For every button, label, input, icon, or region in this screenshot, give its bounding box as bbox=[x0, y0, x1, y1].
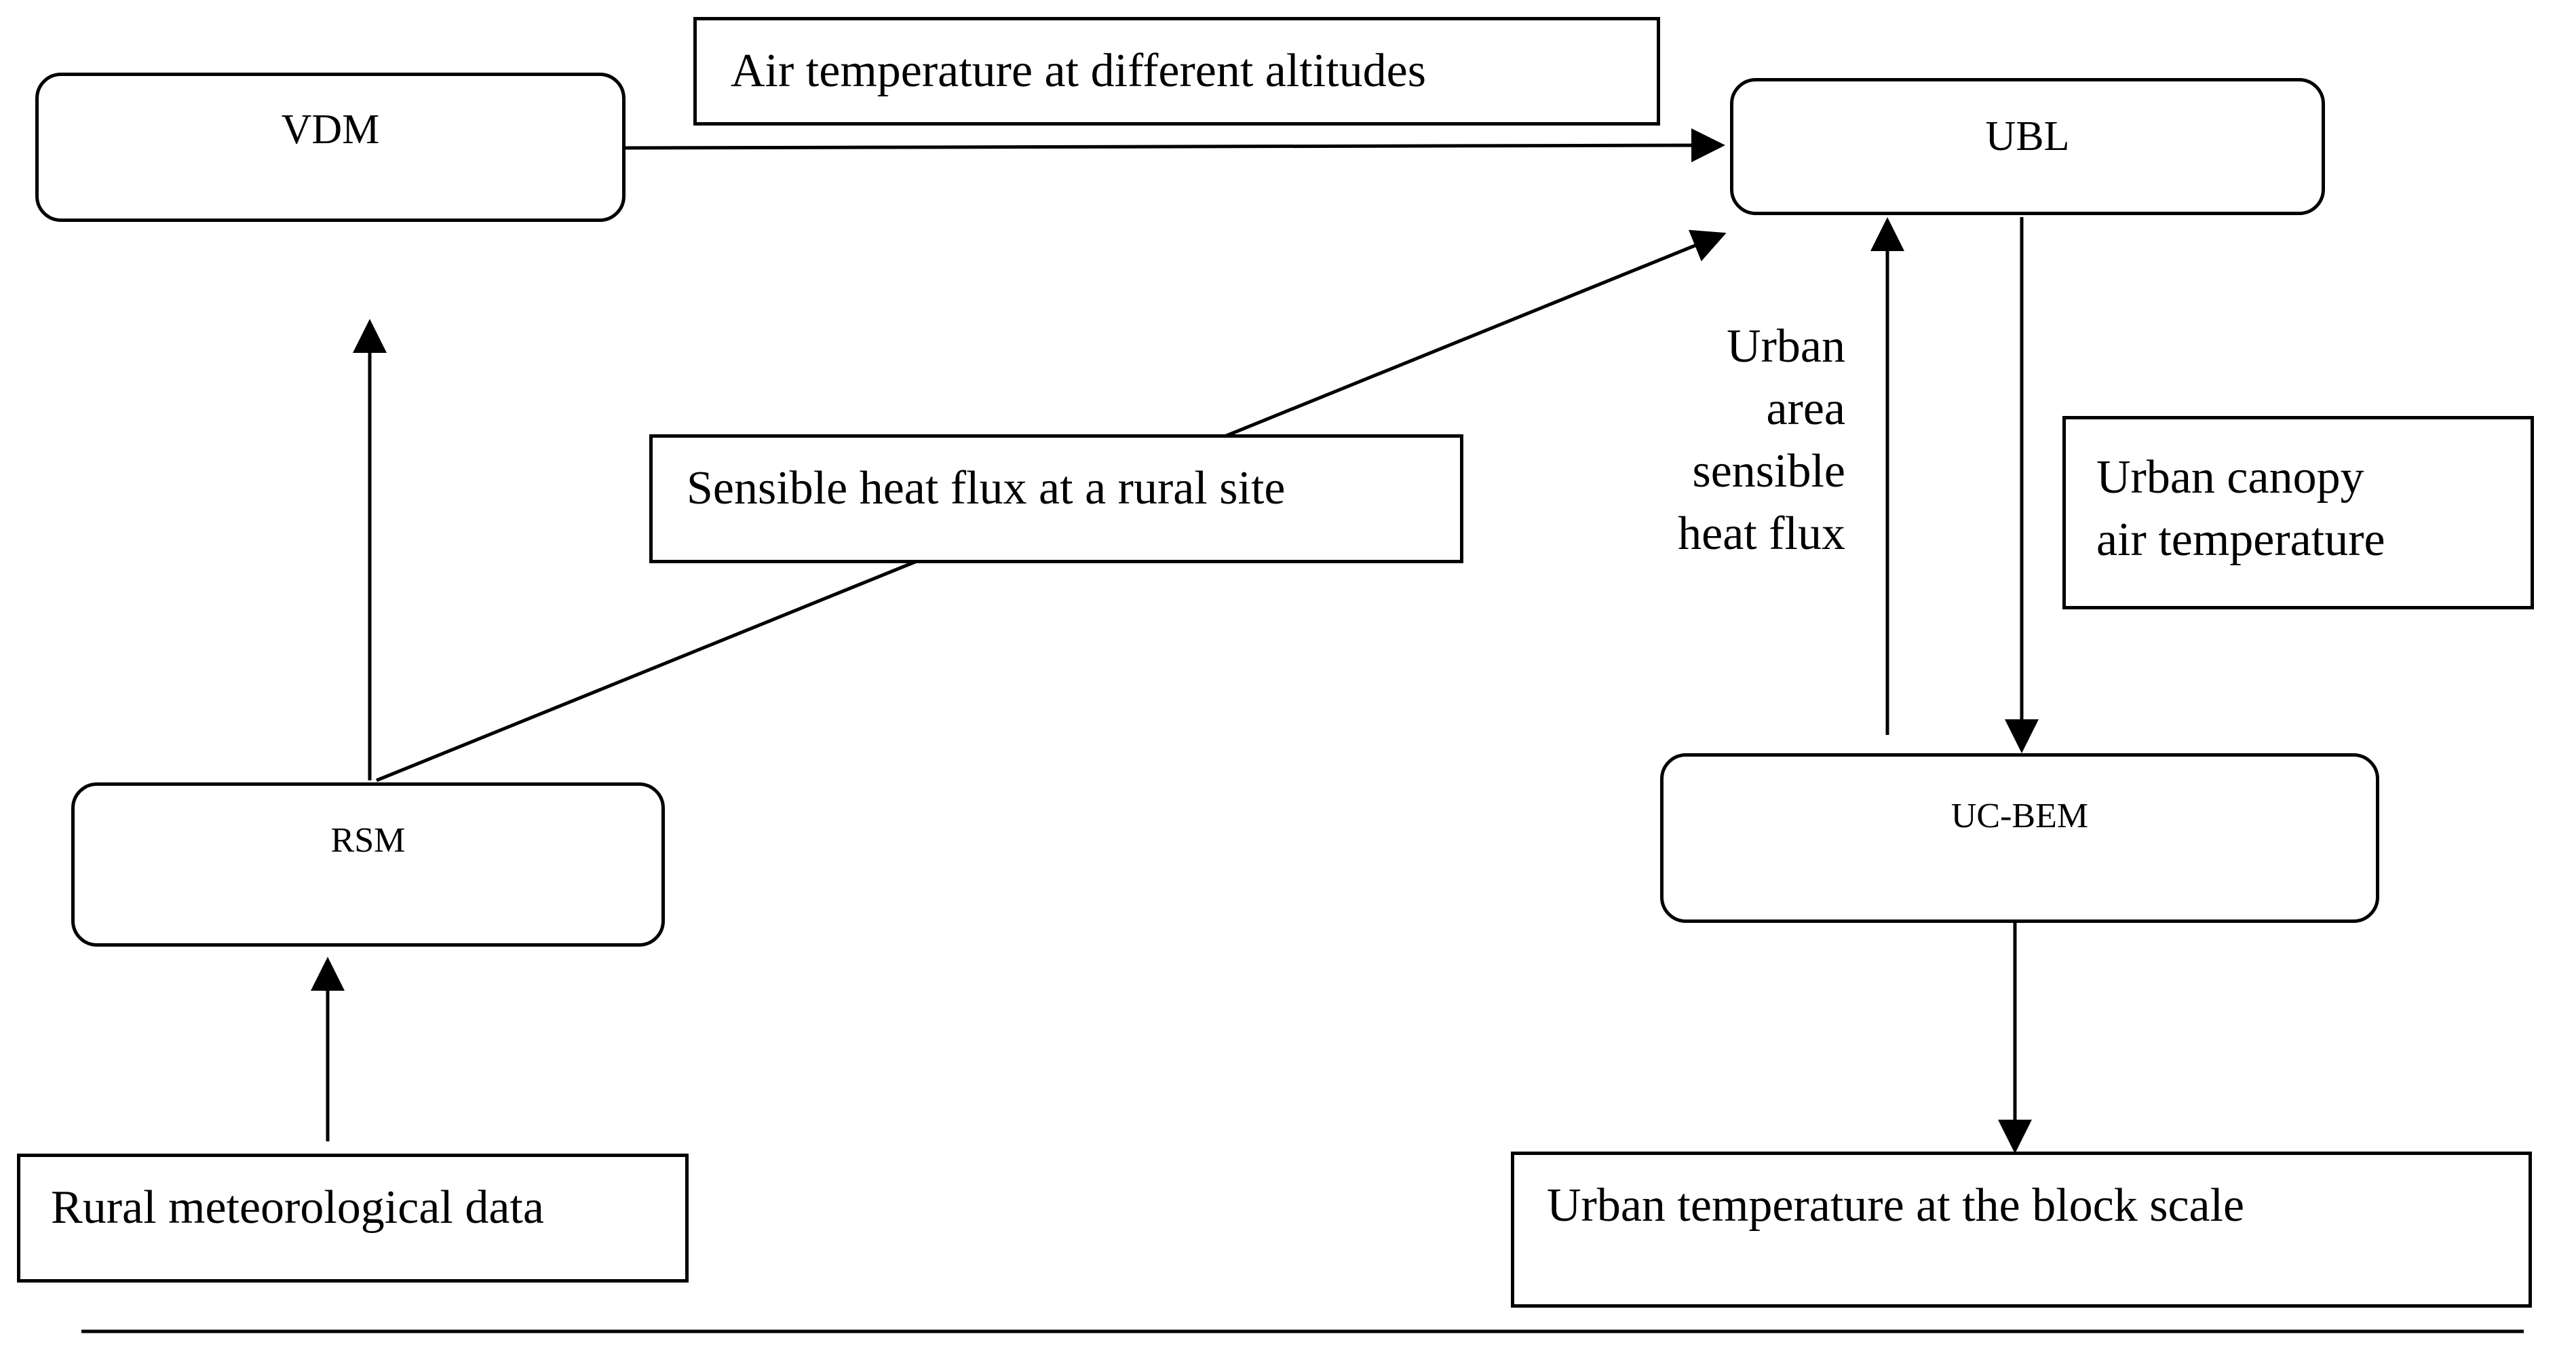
node-rsm: RSM bbox=[71, 782, 665, 947]
note-urban-canopy-air-temp: Urban canopy air temperature bbox=[2062, 416, 2534, 609]
label-urban-area-heat-flux-line-1: Urban bbox=[1727, 320, 1845, 373]
note-urban-canopy-air-temp-line-1: Urban canopy bbox=[2096, 451, 2364, 504]
note-urban-canopy-air-temp-text: Urban canopy air temperature bbox=[2096, 447, 2385, 571]
arrow-vdm-to-ubl bbox=[623, 128, 1725, 163]
note-sensible-heat-rural-text: Sensible heat flux at a rural site bbox=[687, 462, 1286, 514]
note-urban-temp-block: Urban temperature at the block scale bbox=[1511, 1152, 2532, 1308]
node-ubl: UBL bbox=[1730, 78, 2325, 215]
node-ucbem-label: UC-BEM bbox=[1950, 797, 2089, 835]
note-rural-met-data: Rural meteorological data bbox=[17, 1154, 689, 1283]
note-urban-canopy-air-temp-line-2: air temperature bbox=[2096, 514, 2385, 566]
node-vdm-label: VDM bbox=[281, 107, 380, 153]
note-rural-met-data-text: Rural meteorological data bbox=[51, 1181, 544, 1234]
node-rsm-label: RSM bbox=[330, 821, 406, 860]
node-ubl-label: UBL bbox=[1985, 113, 2070, 159]
node-vdm: VDM bbox=[35, 73, 626, 222]
label-urban-area-heat-flux: Urban area sensible heat flux bbox=[1615, 316, 1845, 565]
label-urban-area-heat-flux-line-2: area bbox=[1766, 383, 1845, 435]
note-air-temperature-altitudes: Air temperature at different altitudes bbox=[693, 17, 1660, 126]
node-ucbem: UC-BEM bbox=[1660, 753, 2379, 923]
note-sensible-heat-rural: Sensible heat flux at a rural site bbox=[649, 434, 1463, 563]
label-urban-area-heat-flux-line-4: heat flux bbox=[1678, 508, 1845, 560]
note-urban-temp-block-text: Urban temperature at the block scale bbox=[1547, 1179, 2245, 1232]
label-urban-area-heat-flux-line-3: sensible bbox=[1692, 445, 1845, 497]
note-air-temperature-altitudes-text: Air temperature at different altitudes bbox=[731, 45, 1426, 97]
